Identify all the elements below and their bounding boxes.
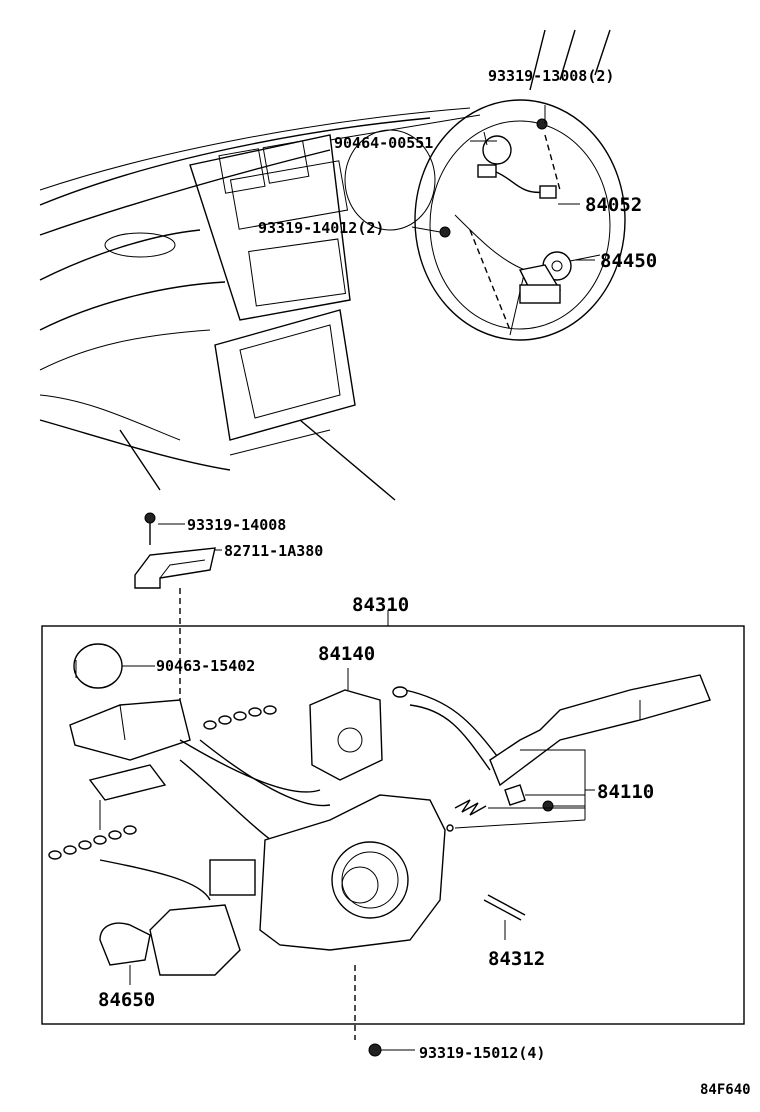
label-82711-1A380: 82711-1A380: [224, 542, 323, 560]
bolt-icon: [368, 1043, 382, 1057]
diagram-code: 84F640: [700, 1082, 751, 1098]
label-90464-00551: 90464-00551: [334, 134, 433, 152]
connector-icon: [477, 164, 497, 178]
label-84650: 84650: [98, 989, 155, 1011]
clip-part-icon: [482, 135, 512, 165]
label-93319-14008: 93319-14008: [187, 516, 286, 534]
terminal-pins: [48, 705, 277, 860]
label-84140: 84140: [318, 643, 375, 665]
combination-switch-illustration: [48, 643, 711, 1057]
label-84312: 84312: [488, 948, 545, 970]
label-93319-13008: 93319-13008(2): [488, 67, 614, 85]
label-84052: 84052: [585, 194, 642, 216]
dashboard-illustration: [39, 29, 626, 501]
label-93319-14012: 93319-14012(2): [258, 219, 384, 237]
screw-icon: [144, 512, 156, 524]
label-90463-15402: 90463-15402: [156, 657, 255, 675]
bolt-icon: [439, 226, 451, 238]
label-93319-15012: 93319-15012(4): [419, 1044, 545, 1062]
label-84310: 84310: [352, 594, 409, 616]
screw-icon: [542, 800, 554, 812]
bracket-illustration: [134, 512, 222, 700]
upper-leaders: [411, 105, 595, 261]
label-84110: 84110: [597, 781, 654, 803]
part-labels: 93319-13008(2) 90464-00551 84052 93319-1…: [98, 67, 751, 1098]
clip-icon: [73, 643, 123, 689]
assembly-frame: [41, 625, 745, 1025]
label-84450: 84450: [600, 250, 657, 272]
